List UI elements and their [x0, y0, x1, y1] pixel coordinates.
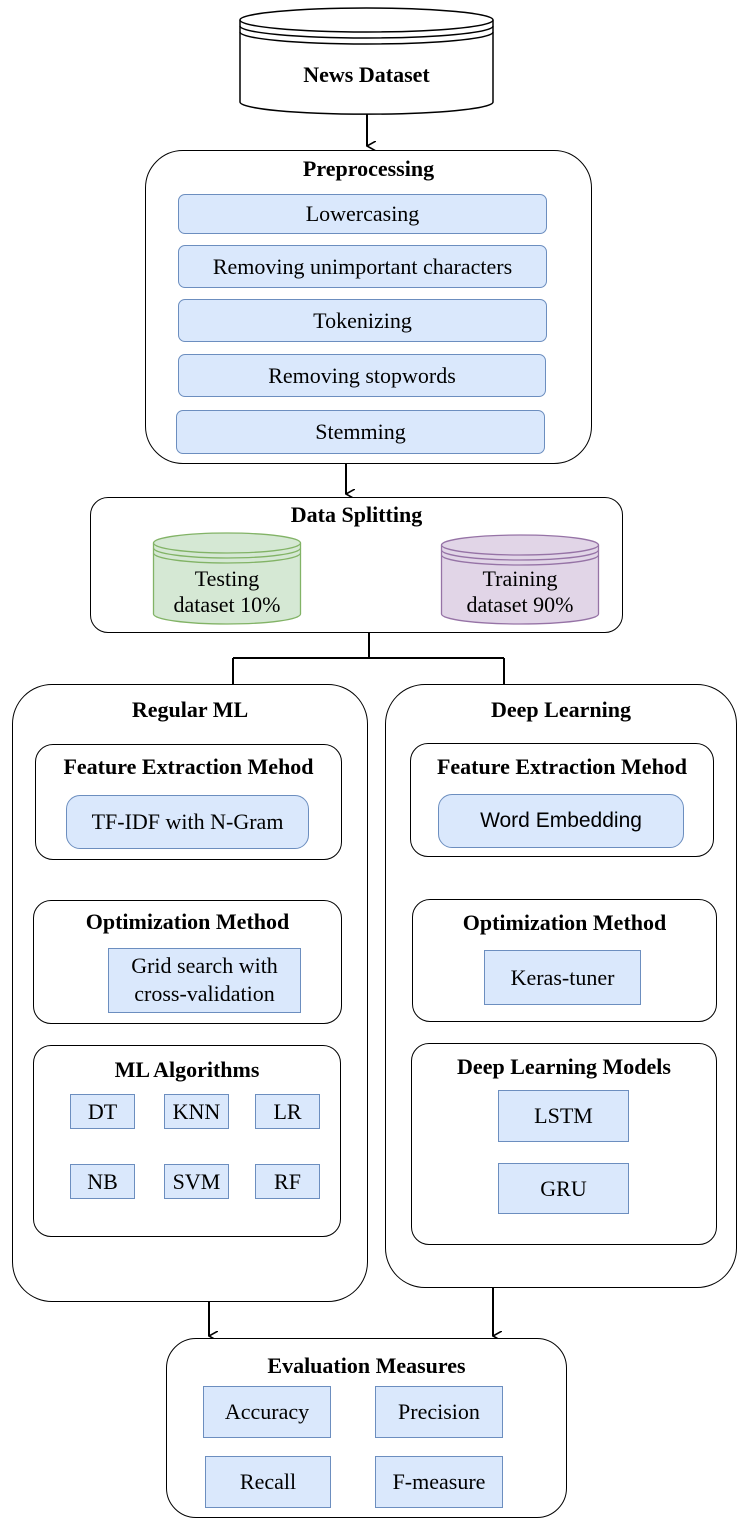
news-dataset-label: News Dataset [303, 62, 430, 87]
step-removing-characters: Removing unimportant characters [178, 245, 547, 288]
step-lowercasing: Lowercasing [178, 194, 547, 234]
algo-rf: RF [255, 1164, 320, 1199]
testing-line2: dataset 10% [173, 592, 281, 617]
step-tokenizing: Tokenizing [178, 299, 547, 342]
measure-recall: Recall [205, 1456, 331, 1508]
ml-algorithms-box [33, 1045, 341, 1237]
testing-dataset-cylinder: Testing dataset 10% [152, 532, 302, 626]
measure-accuracy: Accuracy [203, 1386, 331, 1438]
algo-dt: DT [70, 1094, 135, 1129]
measure-f-measure: F-measure [375, 1456, 503, 1508]
ml-optimization-title: Optimization Method [85, 909, 290, 934]
ml-feature-extraction-title: Feature Extraction Mehod [63, 754, 314, 779]
regular-ml-title: Regular ML [131, 697, 249, 722]
algo-lr: LR [255, 1094, 320, 1129]
evaluation-title: Evaluation Measures [267, 1353, 466, 1378]
data-splitting-title: Data Splitting [290, 502, 423, 527]
step-stemming: Stemming [176, 410, 545, 454]
training-dataset-cylinder: Training dataset 90% [440, 534, 600, 626]
algo-svm: SVM [164, 1164, 229, 1199]
ml-algorithms-title: ML Algorithms [114, 1057, 260, 1082]
testing-line1: Testing [194, 566, 260, 591]
word-embedding-method: Word Embedding [438, 794, 684, 848]
step-removing-stopwords: Removing stopwords [178, 354, 546, 397]
dl-optimization-title: Optimization Method [462, 910, 667, 935]
dl-feature-extraction-title: Feature Extraction Mehod [436, 754, 688, 779]
news-dataset-cylinder: News Dataset [238, 6, 495, 116]
measure-precision: Precision [375, 1386, 503, 1438]
model-lstm: LSTM [498, 1090, 629, 1142]
tfidf-ngram-method: TF-IDF with N-Gram [66, 795, 309, 849]
deep-learning-title: Deep Learning [491, 697, 631, 722]
grid-search-line1: Grid search with [131, 953, 278, 978]
preprocessing-title: Preprocessing [302, 156, 435, 181]
algo-nb: NB [70, 1164, 135, 1199]
grid-search-line2: cross-validation [134, 981, 275, 1006]
training-line2: dataset 90% [466, 592, 574, 617]
keras-tuner-method: Keras-tuner [484, 950, 641, 1005]
model-gru: GRU [498, 1163, 629, 1214]
grid-search-method [108, 948, 301, 1013]
training-line1: Training [482, 566, 558, 591]
dl-models-title: Deep Learning Models [457, 1054, 671, 1079]
algo-knn: KNN [164, 1094, 229, 1129]
